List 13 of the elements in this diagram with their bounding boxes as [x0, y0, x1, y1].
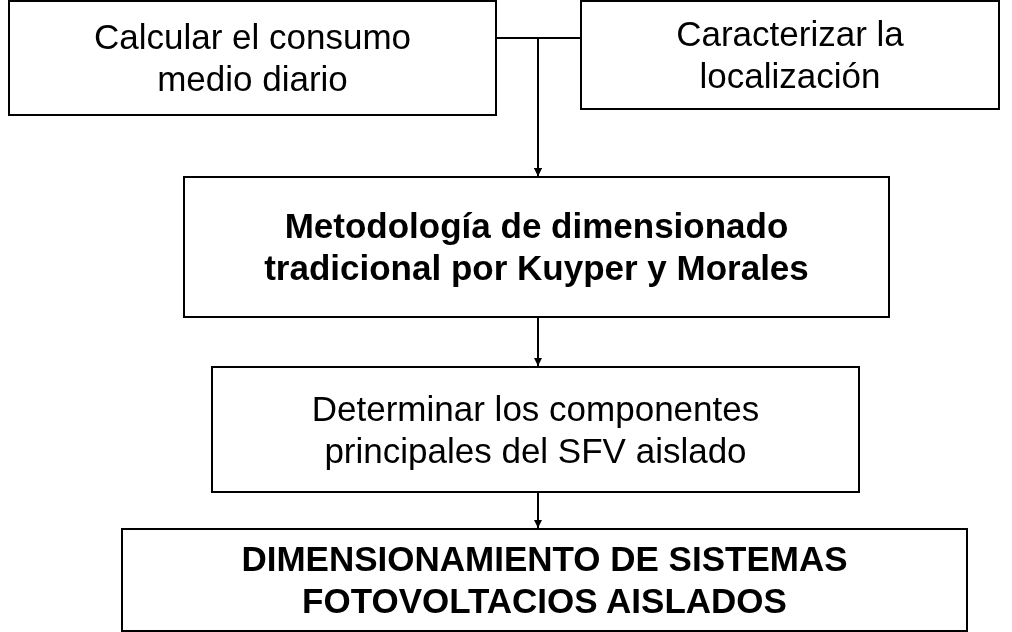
box-text: Metodología de dimensionado tradicional por Kuyper y Morales [263, 205, 810, 289]
process-box [580, 0, 1000, 110]
process-box [183, 176, 890, 318]
arrow [534, 317, 542, 367]
box-text: Calcular el consumo medio diario [92, 16, 413, 100]
box-text: Caracterizar la localización [675, 13, 905, 97]
box-text: Determinar los componentes principales del SFV aislado [310, 387, 761, 472]
process-box [8, 0, 497, 116]
box-text: DIMENSIONAMIENTO DE SISTEMAS FOTOVOLTACIOS AISLADOS [240, 538, 849, 622]
process-box [211, 366, 860, 493]
arrow [534, 37, 581, 177]
arrow [534, 492, 542, 529]
process-box [121, 528, 968, 632]
